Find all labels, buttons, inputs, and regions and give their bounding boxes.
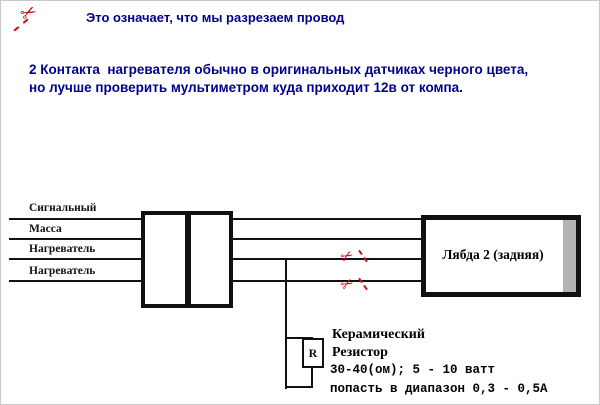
resistor-branch-wire [285,258,287,389]
wire-label-heater-1: Нагреватель [29,243,96,255]
resistor-spec-line1: 30-40(ом); 5 - 10 ватт [330,363,496,377]
wire-label-signal: Сигнальный [29,202,97,214]
wire-left-ground [9,238,141,240]
connector-box-left [141,211,189,308]
resistor-name-line2: Резистор [332,345,388,360]
heater-note-line1: 2 Контакта нагревателя обычно в оригинал… [29,62,529,77]
connector-box-right [187,211,233,308]
resistor-return-lead [285,386,313,388]
heater-note-line2: но лучше проверить мультиметром куда при… [29,80,463,95]
wire-right-ground [231,238,421,240]
wire-left-signal [9,218,141,220]
wire-left-heater-2 [9,280,141,282]
wire-right-heater-2 [231,280,421,282]
wire-right-signal [231,218,421,220]
resistor-spec-line2: попасть в диапазон 0,3 - 0,5А [330,382,548,396]
wire-label-heater-2: Нагреватель [29,265,96,277]
scissors-icon: ✂ [337,245,357,268]
wire-left-heater-1 [9,258,141,260]
lambda-sensor-box: Лябда 2 (задняя) [421,215,581,297]
scissors-icon: ✂ [337,273,357,296]
scissors-legend-text: Это означает, что мы разрезаем провод [86,10,345,25]
wire-right-heater-1 [231,258,421,260]
cut-dash [358,249,368,263]
wire-label-ground: Масса [29,223,62,235]
resistor-symbol: R [302,338,324,368]
resistor-name-line1: Керамический [332,327,425,342]
resistor-bottom-lead [311,368,313,388]
lambda-sensor-label: Лябда 2 (задняя) [442,247,544,262]
resistor-top-lead [285,337,313,339]
lambda-connector-stripe [563,220,576,292]
